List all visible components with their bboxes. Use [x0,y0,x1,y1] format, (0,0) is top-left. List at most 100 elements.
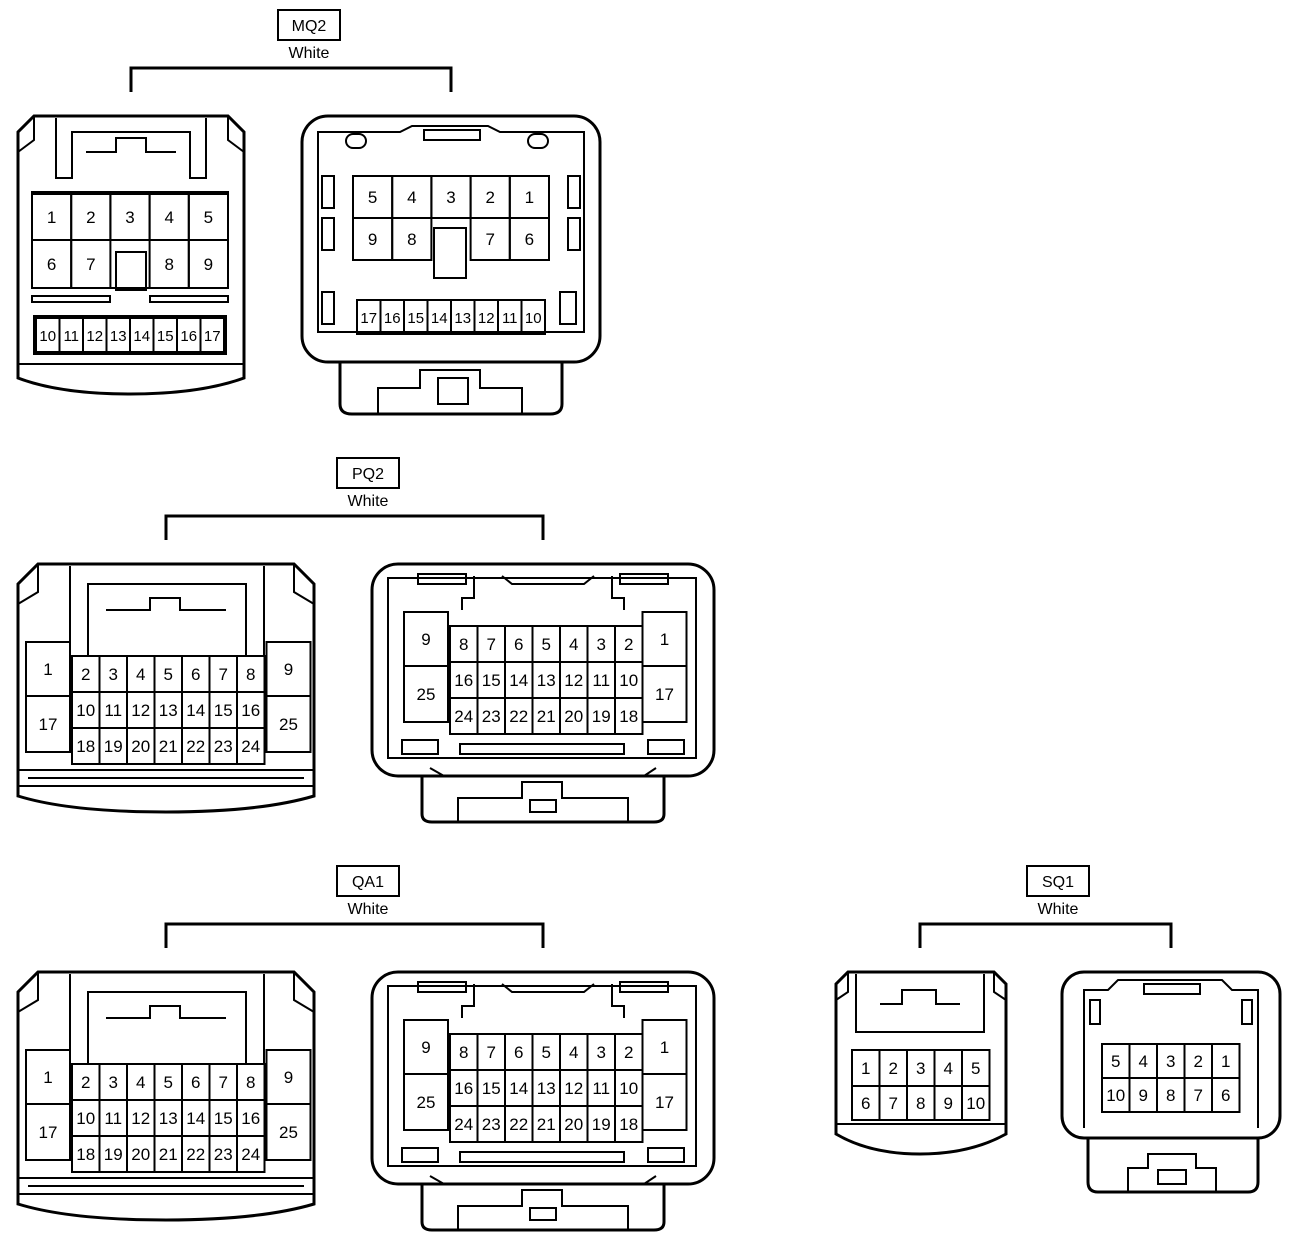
pq2-female-pin-2: 2 [624,635,633,654]
pq2-male-pin-5: 5 [164,665,173,684]
mq2-male-pin-5: 5 [204,208,213,227]
qa1-female-pin-22: 22 [509,1115,528,1134]
sq1-male-pin-10: 10 [966,1094,985,1113]
mq2-color: White [289,45,330,62]
qa1-male-pin-5: 5 [164,1073,173,1092]
mq2-female-pin-1: 1 [525,188,534,207]
qa1-male-pin-cavity [265,1103,312,1161]
mq2-male-pin-11: 11 [63,328,79,345]
qa1-male-pin-12: 12 [131,1109,150,1128]
qa1-female-pin-25: 25 [417,1093,436,1112]
pq2-female-pin-15: 15 [482,671,501,690]
sq1-male-pin-9: 9 [944,1094,953,1113]
sq1-female-pin-10: 10 [1106,1086,1125,1105]
mq2-bracket [129,66,453,92]
qa1-female-pin-13: 13 [537,1079,556,1098]
qa1-female-pin-14: 14 [509,1079,528,1098]
mq2-female-pin-16: 16 [384,310,401,327]
qa1-female-pin-24: 24 [454,1115,473,1134]
qa1-male-pin-21: 21 [159,1145,178,1164]
pq2-female-pin-cavity [641,665,688,723]
qa1-female-pin-9: 9 [421,1038,430,1057]
qa1-male-pin-9: 9 [284,1068,293,1087]
pq2-female-pin-6: 6 [514,635,523,654]
qa1-female-pin-20: 20 [564,1115,583,1134]
qa1-male-pin-3: 3 [109,1073,118,1092]
mq2-female-pin-8: 8 [407,230,416,249]
mq2-female-pin-17: 17 [360,310,377,327]
qa1-male-pin-10: 10 [76,1109,95,1128]
qa1-male-pin-4: 4 [136,1073,145,1092]
sq1-female-pin-cavity [1211,1077,1241,1113]
pq2-male-pin-cavity [236,727,266,765]
pq2-female-pin-4: 4 [569,635,578,654]
mq2-female-pin-5: 5 [368,188,377,207]
mq2-male-pin-12: 12 [86,328,103,345]
pq2-male-pin-8: 8 [246,665,255,684]
pq2-code: PQ2 [352,466,384,483]
qa1-female-pin-cavity [641,1073,688,1131]
mq2-male-pin-7: 7 [86,255,95,274]
qa1-female-pin-17: 17 [655,1093,674,1112]
pq2-female-pin-5: 5 [542,635,551,654]
mq2-male-pin-cavity [199,317,225,353]
pq2-male-pin-13: 13 [159,701,178,720]
pq2-male-pin-cavity [25,695,71,753]
sq1-male-pin-8: 8 [916,1094,925,1113]
sq1-bracket [918,922,1173,948]
pq2-female-pin-11: 11 [592,671,610,690]
qa1-male-pin-24: 24 [241,1145,260,1164]
mq2-male-pin-2: 2 [86,208,95,227]
mq2-male-pin-17: 17 [204,328,221,345]
mq2-male-pin-16: 16 [180,328,197,345]
sq1-female-pin-9: 9 [1139,1086,1148,1105]
pq2-female-pin-17: 17 [655,685,674,704]
pq2-female-pin-9: 9 [421,630,430,649]
qa1-female-pin-15: 15 [482,1079,501,1098]
mq2-female-pin-2: 2 [485,188,494,207]
pq2-female-pin-24: 24 [454,707,473,726]
qa1-female-pin-11: 11 [592,1079,610,1098]
pq2-male-pin-6: 6 [191,665,200,684]
qa1-female-pin-12: 12 [564,1079,583,1098]
qa1-female-pin-1: 1 [660,1038,669,1057]
sq1-male-pin-3: 3 [916,1059,925,1078]
pq2-male-pin-14: 14 [186,701,205,720]
pq2-female-pin-3: 3 [597,635,606,654]
qa1-female-pin-7: 7 [487,1043,496,1062]
mq2-male-pin-14: 14 [133,328,150,345]
pq2-male-pin-19: 19 [104,737,123,756]
pq2-male-pin-12: 12 [131,701,150,720]
qa1-male-pin-14: 14 [186,1109,205,1128]
qa1-male-pin-2: 2 [81,1073,90,1092]
sq1-female-pin-5: 5 [1111,1052,1120,1071]
mq2-male-pin-4: 4 [164,208,173,227]
mq2-female-pin-12: 12 [478,310,495,327]
qa1-male-pin-1: 1 [43,1068,52,1087]
qa1-female-pin-10: 10 [619,1079,638,1098]
mq2-male-pin-10: 10 [39,328,56,345]
mq2-female-pin-cavity [520,299,546,335]
pq2-female-pin-23: 23 [482,707,501,726]
sq1-female-pin-1: 1 [1221,1052,1230,1071]
mq2-male-pin-13: 13 [110,328,127,345]
sq1-male-pin-1: 1 [861,1059,870,1078]
qa1-male-pin-15: 15 [214,1109,233,1128]
mq2-male-pin-cavity [70,239,112,289]
sq1-male-pin-2: 2 [889,1059,898,1078]
qa1-color: White [348,901,389,918]
qa1-male-pin-16: 16 [241,1109,260,1128]
pq2-female-pin-13: 13 [537,671,556,690]
pq2-female-pin-21: 21 [537,707,556,726]
qa1-female-pin-cavity [403,1073,449,1131]
pq2-female-pin-16: 16 [454,671,473,690]
mq2-female-pin-cavity [391,217,433,261]
pq2-male-pin-cavity [265,695,312,753]
mq2-male-pin-1: 1 [47,208,56,227]
mq2-female-pin-cavity [508,217,550,261]
